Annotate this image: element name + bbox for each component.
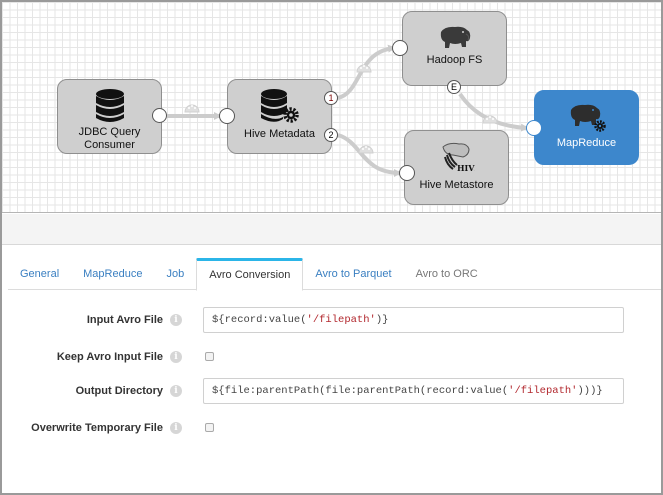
tab-avro-to-parquet[interactable]: Avro to Parquet [315,268,392,280]
hadoop-elephant-gear-icon [535,99,638,135]
input-port[interactable] [399,165,415,181]
link-hadoop-fs-to-mapreduce[interactable] [458,92,529,132]
expr-string: '/filepath' [508,385,578,397]
tab-avro-to-orc[interactable]: Avro to ORC [415,268,478,280]
input-avro-file-field[interactable]: ${record:value('/filepath')} [203,307,624,333]
event-port[interactable]: E [447,80,461,94]
link-inspect-icon[interactable] [356,64,372,73]
keep-avro-input-file-label: Keep Avro Input File [56,351,163,363]
input-port[interactable] [219,108,235,124]
expr-text: )))} [577,385,603,397]
database-icon [58,88,161,124]
node-label: Hive Metastore [419,179,494,191]
info-icon[interactable]: i [170,351,182,363]
svg-text:HIVE: HIVE [457,163,475,173]
input-avro-file-row: Input Avro File i ${record:value('/filep… [2,307,661,333]
link-hive-metadata-to-hive-metastore[interactable] [337,133,402,177]
node-label: Hadoop FS [426,54,483,66]
keep-avro-input-file-row: Keep Avro Input File i [2,344,661,370]
link-inspect-icon[interactable] [358,145,374,154]
link-inspect-icon[interactable] [482,115,498,124]
output-port-2[interactable]: 2 [324,128,338,142]
config-panel-header [2,214,661,245]
output-directory-label: Output Directory [75,385,163,397]
node-hive-metadata[interactable]: Hive Metadata [227,79,332,154]
tab-job[interactable]: Job [166,268,185,280]
overwrite-temporary-file-checkbox[interactable] [205,423,214,432]
node-label: JDBC Query Consumer [78,126,141,151]
info-icon[interactable]: i [170,385,182,397]
info-icon[interactable]: i [170,314,182,326]
output-port-1[interactable]: 1 [324,91,338,105]
input-port[interactable] [392,40,408,56]
node-jdbc-query-consumer[interactable]: JDBC Query Consumer [57,79,162,154]
expr-text: ${file:parentPath(file:parentPath(record… [212,385,509,397]
hive-icon: HIVE [405,139,508,175]
tab-mapreduce[interactable]: MapReduce [83,268,143,280]
output-port[interactable] [152,108,167,123]
input-port[interactable] [526,120,542,136]
node-label: Hive Metadata [244,128,315,140]
hadoop-elephant-icon [403,20,506,56]
node-hadoop-fs[interactable]: Hadoop FS [402,11,507,86]
pipeline-canvas[interactable]: JDBC Query Consumer Hive Metadata 1 2 [2,2,661,213]
link-hive-metadata-to-hadoop-fs[interactable] [337,44,396,100]
expr-string: '/filepath' [306,314,376,326]
config-tabs: General MapReduce Job Avro Conversion Av… [8,258,661,291]
keep-avro-input-file-checkbox[interactable] [205,352,214,361]
info-icon[interactable]: i [170,422,182,434]
expr-text: )} [375,314,389,326]
input-avro-file-label: Input Avro File [86,314,163,326]
node-label: MapReduce [556,137,617,149]
pipeline-links [167,44,529,177]
overwrite-temporary-file-row: Overwrite Temporary File i [2,415,661,441]
node-mapreduce[interactable]: MapReduce [534,90,639,165]
expr-text: ${record:value( [212,314,307,326]
overwrite-temporary-file-label: Overwrite Temporary File [31,422,163,434]
tab-avro-conversion[interactable]: Avro Conversion [196,258,304,291]
link-inspect-icon[interactable] [184,104,200,113]
output-directory-field[interactable]: ${file:parentPath(file:parentPath(record… [203,378,624,404]
node-hive-metastore[interactable]: HIVE Hive Metastore [404,130,509,205]
tab-general[interactable]: General [20,268,60,280]
output-directory-row: Output Directory i ${file:parentPath(fil… [2,378,661,404]
database-gear-icon [228,88,331,124]
